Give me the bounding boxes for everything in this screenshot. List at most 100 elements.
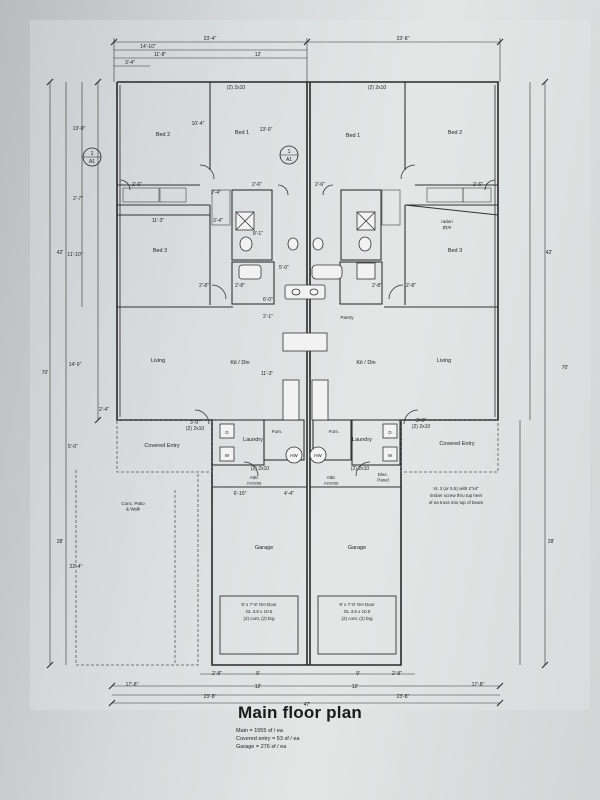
dimension-label: 42' (57, 250, 64, 256)
room-label: HW (314, 453, 322, 458)
dimension-label: 17'-8" (126, 682, 139, 688)
room-label: Kit / Din (230, 360, 249, 366)
dimension-label: (2) 2x10 (368, 85, 387, 91)
dimension-label: 12' (255, 684, 262, 690)
dimension-label: (2) 2x10 (412, 424, 431, 430)
room-label: D (388, 430, 392, 435)
dimension-label: 17'-8" (472, 682, 485, 688)
room-label: Garage (348, 545, 366, 551)
note-line: of ea truss into top of beam (429, 500, 484, 505)
dimension-label: 2'-6" (315, 182, 325, 188)
dimension-labels: 23'-4" 23'-8" 14'-10" 11'-8" 12' 3'-4" (… (42, 36, 569, 708)
room-label: Pantry (340, 315, 354, 320)
dimension-label: 11'-3" (261, 371, 274, 377)
dimension-lines (49, 38, 546, 704)
note-line: 9' x 7'-8' OH Door (339, 602, 375, 607)
dimension-label: 2'-6" (132, 182, 142, 188)
dimension-label: 3'-4" (213, 218, 223, 224)
dimension-label: 23'-8" (397, 36, 410, 42)
dimension-label: 12' (255, 52, 262, 58)
room-label: D (225, 430, 229, 435)
note-line: (2) cont, (2) brg (243, 616, 275, 621)
dimension-label: (2) 2x10 (251, 466, 270, 472)
note-line: (2) cont, (2) brg (341, 616, 373, 621)
dimension-ticks (46, 38, 549, 707)
plan-title: Main floor plan (238, 703, 362, 722)
dimension-label: 28' (548, 539, 555, 545)
room-label: Laundry (352, 437, 372, 443)
dimension-label: 14'-9" (69, 362, 82, 368)
dimension-label: 12' (352, 684, 359, 690)
dimension-label: 11'-3" (152, 218, 165, 224)
room-label: Bed 3 (153, 248, 167, 254)
room-label: Covered Entry (439, 441, 474, 447)
dimension-label: 9' (256, 671, 260, 677)
title-block: Main floor plan (0, 703, 600, 723)
note-line: GL 3.5 x 10.5 (246, 609, 273, 614)
closet-shelves (122, 187, 492, 226)
room-label: Garage (255, 545, 273, 551)
dimension-label: 3'-0" (190, 420, 200, 426)
dimension-label: 2'-1" (263, 314, 273, 320)
room-label: Living (437, 358, 451, 364)
dimension-label: 5'-0" (279, 265, 289, 271)
dimension-label: 22'-4" (70, 564, 83, 570)
dimension-label: (2) 2x10 (227, 85, 246, 91)
garage-door-note-left: 9' x 7'-8' OH Door GL 3.5 x 10.5 (2) con… (241, 602, 277, 621)
room-label: Bed 1 (346, 133, 360, 139)
dimension-label: 2'-7" (73, 196, 83, 202)
callout-num: 1 (90, 151, 93, 157)
door-swings (119, 164, 496, 477)
dimension-label: 11'-8" (154, 52, 167, 58)
section-callout-left: 1 A1 (82, 147, 102, 167)
room-label: HW (290, 453, 298, 458)
callout-sheet: A1 (89, 159, 95, 165)
room-label: Living (151, 358, 165, 364)
garage-door-note-right: 9' x 7'-8' OH Door GL 3.5 x 10.5 (2) con… (339, 602, 375, 621)
dimension-label: 9' (356, 671, 360, 677)
interior-walls (117, 82, 499, 488)
room-labels: Bed 2 Bed 1 Bed 1 Bed 2 Bed 3 Bed 3 Livi… (121, 130, 474, 551)
callout-sheet: A1 (286, 157, 292, 163)
note-line: 9' x 7'-8' OH Door (241, 602, 277, 607)
section-callout-right: 1 A1 (279, 145, 299, 165)
dimension-label: 2'-6" (252, 182, 262, 188)
dimension-label: (2) 2x10 (351, 466, 370, 472)
dimension-label: 2'-8" (406, 283, 416, 289)
covered-entry-outline (75, 419, 499, 666)
room-label: Bed 2 (156, 132, 170, 138)
note-line: GL 3.5 x 10.5 (344, 609, 371, 614)
dimension-label: 70' (42, 370, 49, 376)
area-stats: Main = 1555 sf / ea Covered entry = 53 s… (236, 727, 299, 751)
dimension-label: 14'-10" (140, 44, 156, 50)
room-label: Bed 1 (235, 130, 249, 136)
room-label: W (225, 453, 230, 458)
dimension-label: 3'-4" (125, 60, 135, 66)
dimension-label: 47' (304, 702, 311, 708)
dimension-label: 23'-8" (397, 694, 410, 700)
dimension-label: 2'-6" (473, 182, 483, 188)
dimension-label: 2'-4" (211, 190, 221, 196)
bath-fixtures (219, 211, 398, 464)
note-line: VL 3 (or 5.5) with 2"x4" (433, 486, 479, 491)
dimension-label: 5'-0" (68, 444, 78, 450)
stat-entry: Covered entry = 53 sf / ea (236, 736, 300, 742)
dimension-label: 2'-8" (199, 283, 209, 289)
dimension-label: 4'-4" (284, 491, 294, 497)
note-line: timber screw thru top heel (430, 493, 482, 498)
dimension-label: 11'-10" (67, 252, 82, 258)
dimension-label: 2'-8" (392, 671, 402, 677)
room-label: Bed 3 (448, 248, 462, 254)
beam-note: VL 3 (or 5.5) with 2"x4" timber screw th… (429, 486, 484, 505)
room-label: Elec.Panel (377, 472, 389, 483)
dimension-label: 6'-0" (263, 297, 273, 303)
dimension-label: 23'-8" (204, 694, 217, 700)
dimension-label: 28' (57, 539, 64, 545)
room-label: W (388, 453, 393, 458)
dimension-label: 3'-0" (416, 418, 426, 424)
dimension-label: 23'-4" (204, 36, 217, 42)
